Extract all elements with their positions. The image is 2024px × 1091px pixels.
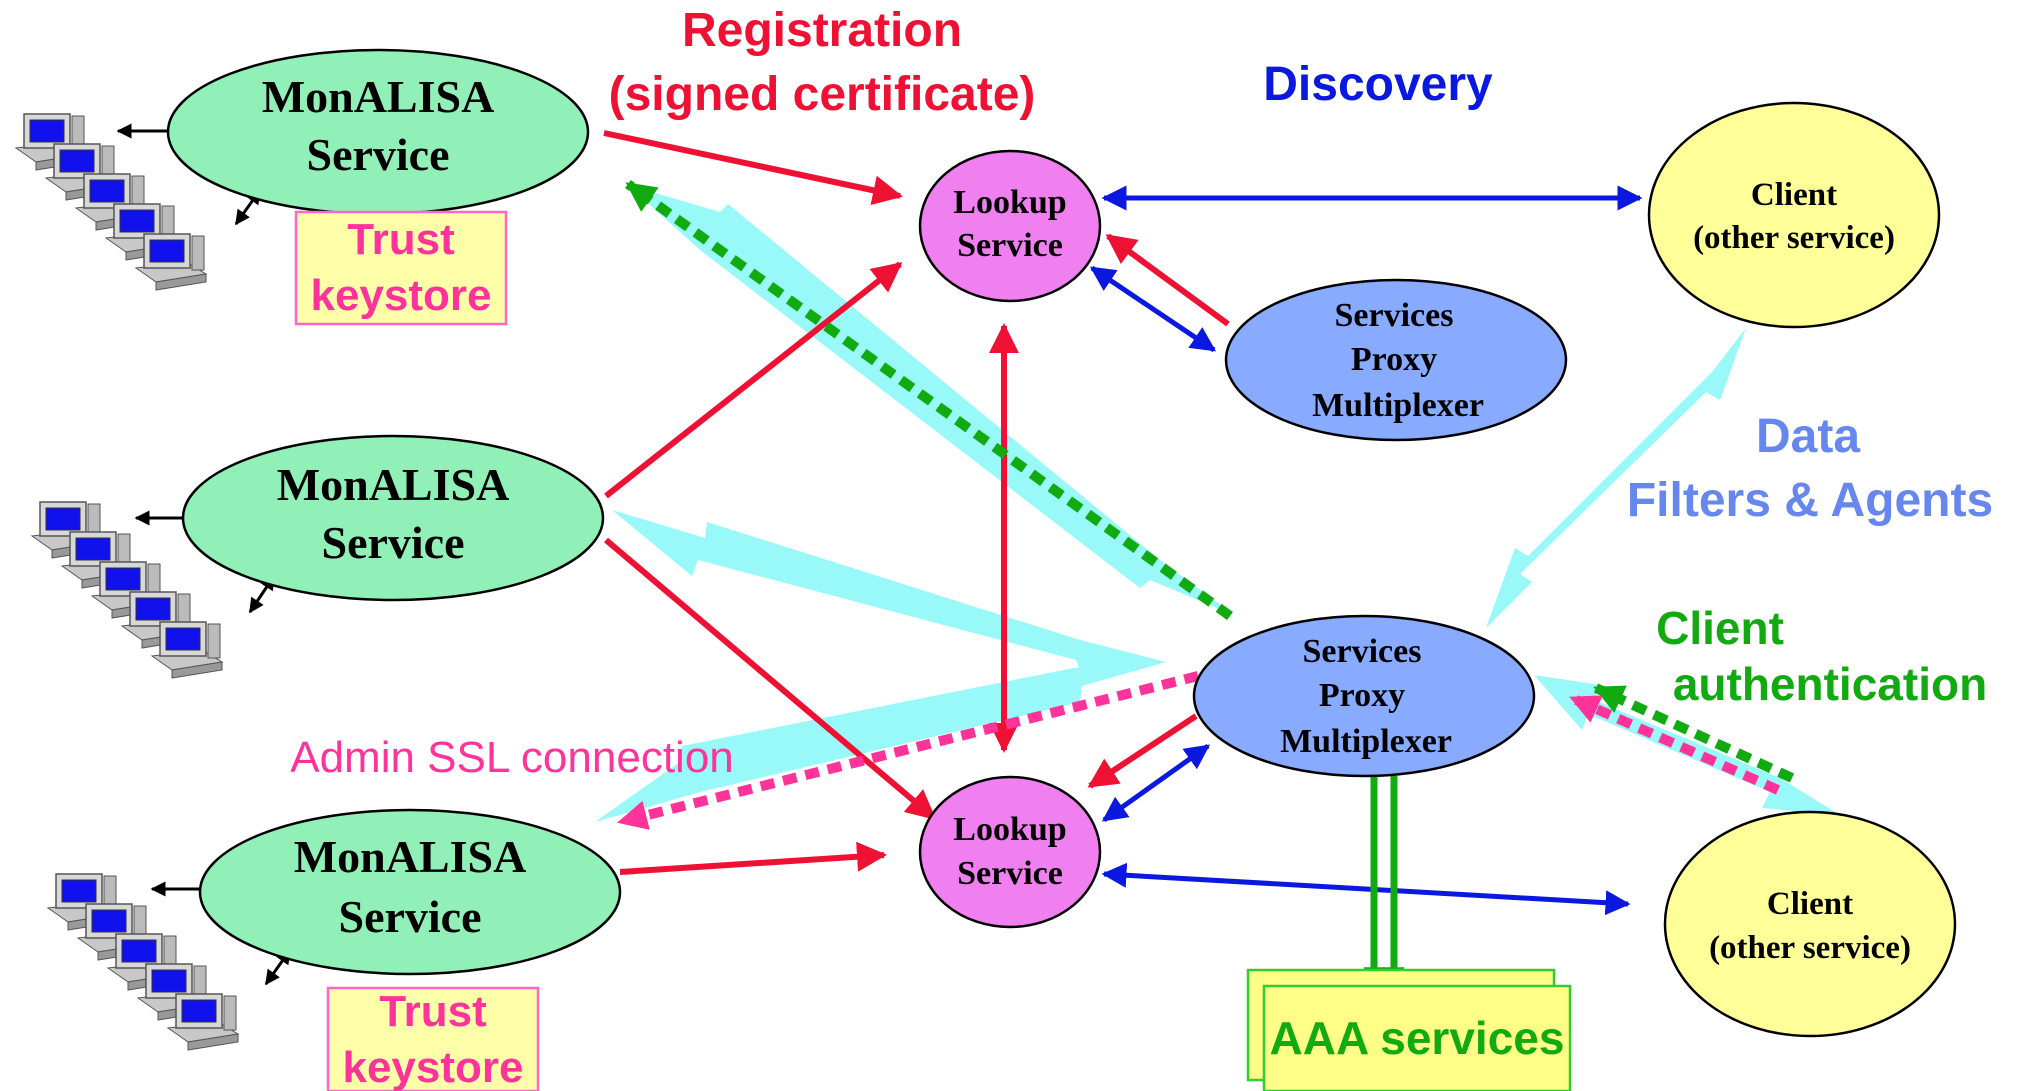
monalisa-2-line2: Service (321, 517, 464, 568)
trust-keystore-bottom: Trust keystore (326, 986, 540, 1091)
lookup-top-line1: Lookup (953, 184, 1066, 221)
monalisa-service-1[interactable]: MonALISA Service (166, 48, 590, 216)
client-bottom-line1: Client (1767, 886, 1853, 922)
data-label-2: Filters & Agents (1627, 474, 1993, 527)
proxy-top-line2: Proxy (1351, 341, 1437, 378)
services-proxy-main[interactable]: Services Proxy Multiplexer (1192, 614, 1536, 778)
keystore-bottom-line2: keystore (342, 1043, 523, 1091)
proxy-main-line2: Proxy (1319, 677, 1405, 714)
reg-arrow-proxy-lookup-bottom (1087, 713, 1198, 789)
data-arrow-proxy-monalisa3 (595, 662, 1166, 822)
proxy-top-line3: Multiplexer (1312, 387, 1484, 424)
keystore-top-line1: Trust (347, 215, 455, 264)
lookup-bottom-line2: Service (957, 855, 1063, 892)
auth-arrow-client-proxy (1593, 683, 1795, 783)
disc-arrow-lookup-client-bottom (1101, 862, 1631, 916)
monalisa-service-2[interactable]: MonALISA Service (181, 434, 605, 602)
monalisa-3-line1: MonALISA (294, 831, 527, 882)
discovery-label: Discovery (1263, 58, 1493, 111)
disc-arrow-lookup-proxytop (1089, 265, 1217, 353)
proxy-top-line1: Services (1335, 297, 1454, 334)
data-arrow-monalisa2-proxy (612, 510, 1166, 676)
trust-keystore-top: Trust keystore (294, 210, 508, 326)
lookup-top-line2: Service (957, 227, 1063, 264)
client-bottom[interactable]: Client (other service) (1663, 810, 1957, 1038)
client-top-line2: (other service) (1693, 220, 1895, 256)
data-label-1: Data (1756, 410, 1860, 463)
services-proxy-top[interactable]: Services Proxy Multiplexer (1224, 278, 1568, 442)
reg-arrow-m2-lookup-bottom (604, 537, 937, 821)
admin-ssl-label: Admin SSL connection (290, 733, 734, 782)
client-top[interactable]: Client (other service) (1647, 101, 1941, 329)
lookup-service-bottom[interactable]: Lookup Service (918, 775, 1102, 929)
keystore-top-line2: keystore (310, 271, 491, 320)
aaa-services[interactable]: AAA services (1246, 968, 1572, 1091)
monalisa-1-line1: MonALISA (262, 71, 495, 122)
reg-arrow-proxytop-lookup (1105, 233, 1230, 327)
disc-arrow-proxy-lookup-bottom (1101, 743, 1211, 823)
client-top-line1: Client (1751, 177, 1837, 213)
admin-ssl-arrows (617, 671, 1781, 830)
registration-label-2: (signed certificate) (609, 68, 1036, 121)
registration-label-1: Registration (682, 4, 962, 57)
reg-arrow-m3-lookup-bottom (619, 841, 887, 875)
reg-arrow-m2-lookup (604, 261, 903, 499)
monalisa-service-3[interactable]: MonALISA Service (198, 808, 622, 976)
reg-arrow-m1-lookup (603, 130, 903, 206)
client-auth-label-1: Client (1656, 602, 1784, 654)
admin-arrow-proxy-monalisa3 (617, 671, 1200, 830)
auth-arrow-proxy-monalisa1 (625, 179, 1233, 621)
client-bottom-line2: (other service) (1709, 930, 1911, 966)
data-arrow-proxy-client (1486, 328, 1746, 628)
aaa-arrows (1363, 776, 1405, 989)
keystore-bottom-line1: Trust (379, 987, 487, 1036)
lookup-service-top[interactable]: Lookup Service (918, 149, 1102, 303)
proxy-main-line3: Multiplexer (1280, 723, 1452, 760)
monalisa-3-line2: Service (338, 891, 481, 942)
proxy-main-line1: Services (1303, 633, 1422, 670)
client-auth-label-2: authentication (1673, 658, 1987, 710)
monalisa-2-line1: MonALISA (277, 459, 510, 510)
aaa-label: AAA services (1270, 1012, 1565, 1064)
auth-dotted-arrows (625, 179, 1795, 783)
lookup-bottom-line1: Lookup (953, 811, 1066, 848)
admin-arrow-client-proxy (1569, 693, 1781, 795)
monalisa-1-line2: Service (306, 129, 449, 180)
discovery-arrows (1089, 185, 1643, 916)
